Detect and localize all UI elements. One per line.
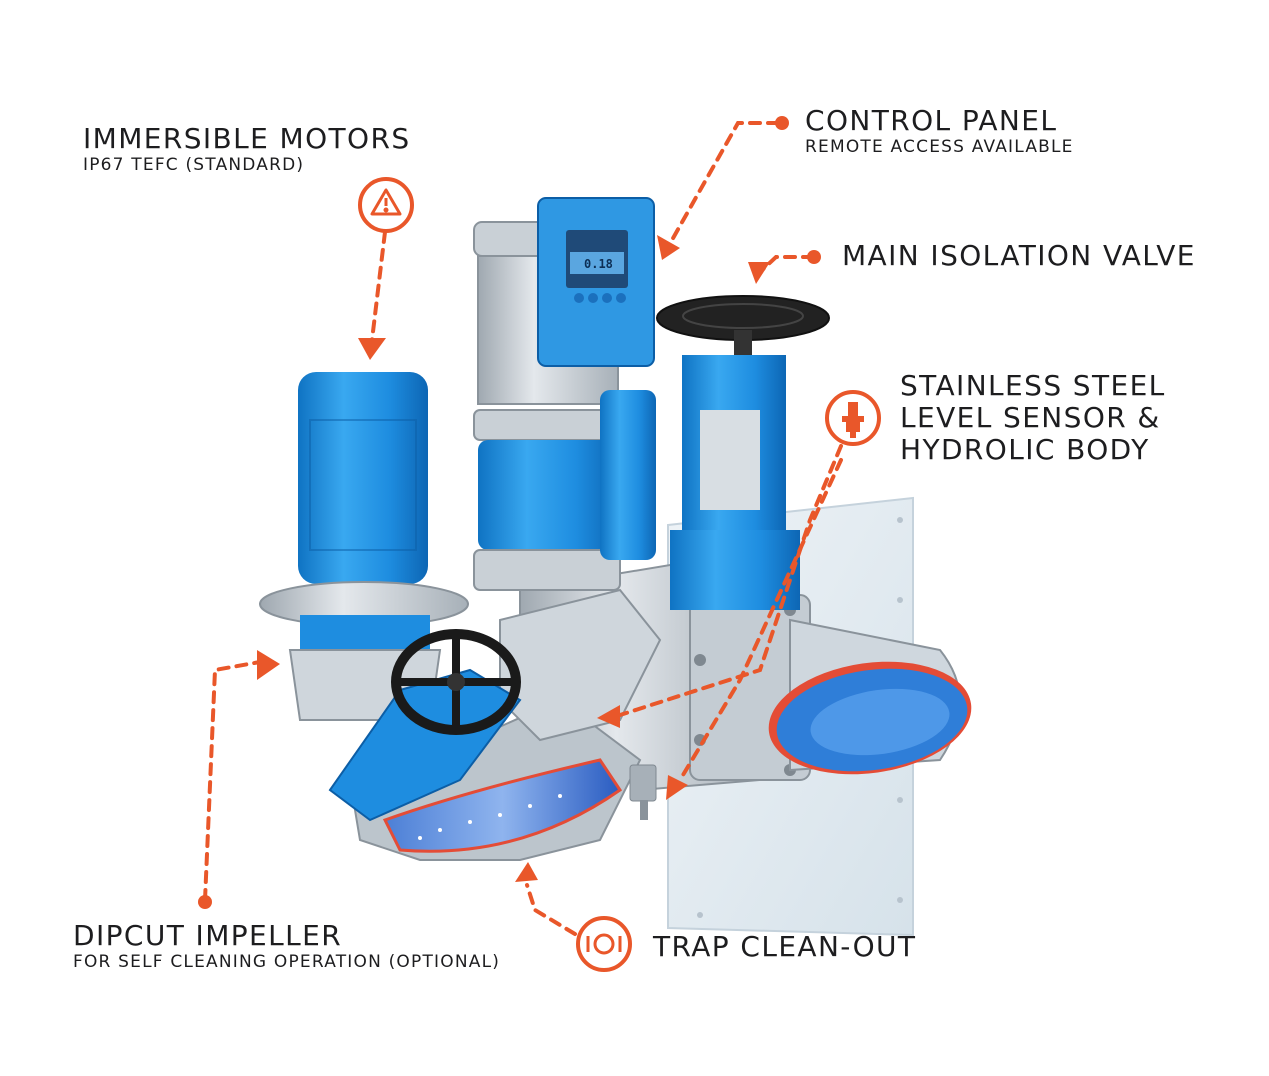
trap-cleanout-icon [586,933,622,955]
callout-level-sensor: STAINLESS STEEL LEVEL SENSOR & HYDROLIC … [900,370,1166,466]
callout-trap-cleanout: TRAP CLEAN-OUT [653,931,916,963]
dipcut-impeller-subtitle: FOR SELF CLEANING OPERATION (OPTIONAL) [73,952,501,972]
dot-isolation-valve [807,250,821,264]
callout-dipcut-impeller: DIPCUT IMPELLER FOR SELF CLEANING OPERAT… [73,919,501,973]
trap-water-section [382,758,623,853]
main-isolation-valve-title: MAIN ISOLATION VALVE [842,239,1196,272]
dot-dipcut [198,895,212,909]
immersible-motors-subtitle: IP67 TEFC (STANDARD) [83,155,305,175]
leader-control-panel [670,121,780,242]
level-sensor-probe [629,764,657,820]
arrowhead-immersible-motors [358,338,386,360]
immersible-motors-title: IMMERSIBLE MOTORS [83,122,411,155]
level-sensor-line2: LEVEL SENSOR & [900,401,1161,434]
leader-dipcut [203,660,262,902]
center-motor [473,221,656,591]
arrowhead-sensor-b [666,775,688,800]
leader-sensor-a [618,444,843,717]
arrowhead-isolation-valve [748,262,770,284]
arrowhead-control-panel [657,235,680,260]
callout-main-isolation-valve: MAIN ISOLATION VALVE [842,240,1196,272]
isolation-valve [656,295,830,610]
leader-trap [525,883,577,936]
trap-handwheel [328,629,522,822]
control-panel-box [537,197,655,367]
control-panel-display-value: 0.18 [584,257,613,271]
arrowhead-trap [515,862,538,882]
callout-control-panel: CONTROL PANEL REMOTE ACCESS AVAILABLE [805,104,1074,158]
arrowhead-sensor-a [597,705,620,728]
control-panel-title: CONTROL PANEL [805,104,1058,137]
level-sensor-line3: HYDROLIC BODY [900,433,1150,466]
callout-immersible-motors: IMMERSIBLE MOTORS IP67 TEFC (STANDARD) [83,122,411,176]
control-panel-subtitle: REMOTE ACCESS AVAILABLE [805,137,1074,157]
dipcut-impeller-title: DIPCUT IMPELLER [73,919,343,952]
warning-triangle-icon [370,188,402,216]
leader-sensor-b [678,458,843,782]
arrowhead-dipcut [257,650,280,680]
level-sensor-line1: STAINLESS STEEL [900,369,1166,402]
dot-control-panel [775,116,789,130]
trap-icon-circle [576,916,632,972]
leader-isolation-valve [758,255,815,274]
level-sensor-icon [842,402,864,438]
leader-immersible-motors [370,230,387,342]
trap-cleanout-title: TRAP CLEAN-OUT [653,930,917,963]
